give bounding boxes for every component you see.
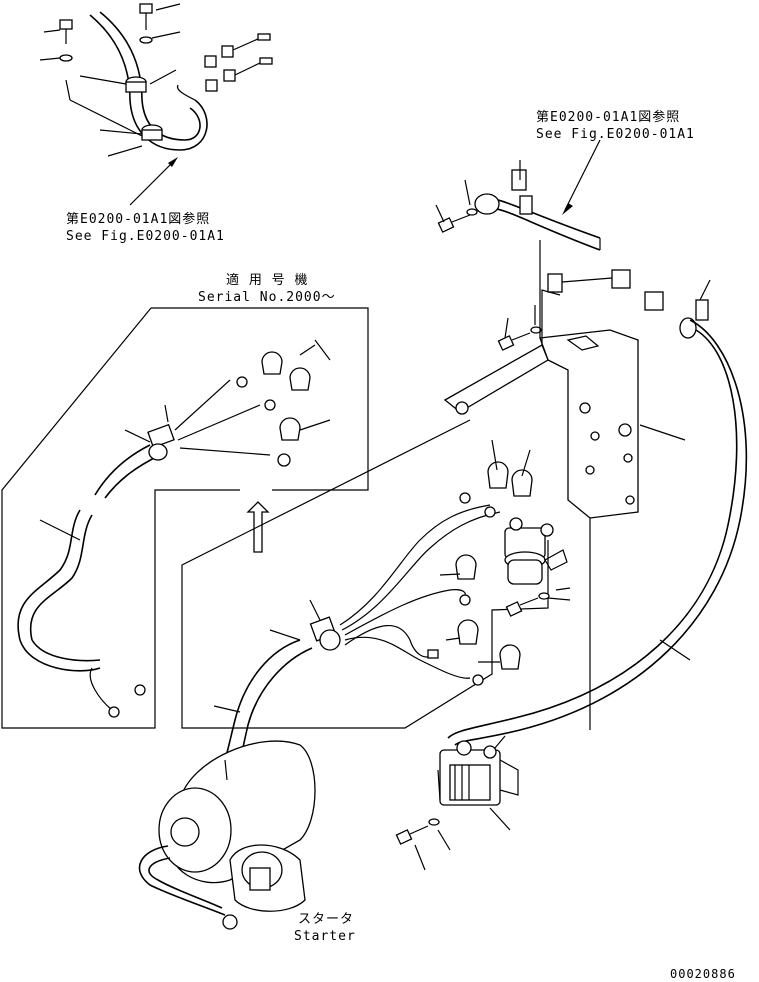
ref-top-right-en: See Fig.E0200-01A1 [536,127,695,142]
serial-label-jp: 適 用 号 機 [226,273,309,288]
drawing-number: 00020886 [670,967,736,981]
serial-inset [1,307,369,729]
serial-label-en: Serial No.2000～ [198,290,336,305]
starter-label-jp: スタータ [298,912,355,927]
ref-top-right-jp: 第E0200-01A1図参照 [536,110,681,125]
main-harness [181,419,571,763]
starter-label-en: Starter [294,929,356,944]
bracket-assembly [435,139,748,746]
battery-relay [395,735,519,871]
ref-top-left-en: See Fig.E0200-01A1 [66,229,225,244]
starter-motor [138,740,316,930]
top-left-harness [39,3,273,206]
ref-top-left-jp: 第E0200-01A1図参照 [66,212,211,227]
